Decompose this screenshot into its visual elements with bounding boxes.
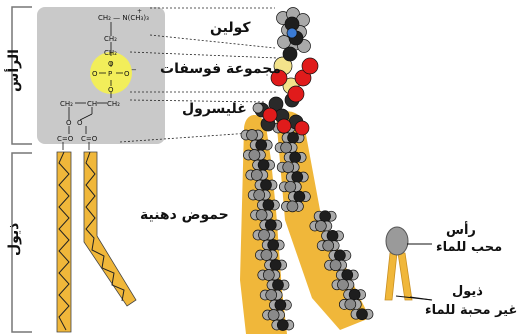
phosphate-oxygen-atom <box>302 58 318 74</box>
right-chain-carbon-atom <box>349 289 360 300</box>
choline-formula: CH₂ — N(CH₃)₃ <box>98 14 149 22</box>
right-chain-carbon-atom <box>323 240 334 251</box>
legend-head-title: رأس <box>446 223 476 238</box>
left-chain-carbon-atom <box>247 130 258 141</box>
right-chain-carbon-atom <box>337 279 348 290</box>
glycerol-ch2-left: CH₂ <box>60 100 73 108</box>
legend-tail-pointer-2 <box>410 297 432 300</box>
phosphate-oxygen-atom <box>288 86 304 102</box>
right-chain-carbon-atom <box>357 309 368 320</box>
left-chain-carbon-atom <box>277 320 288 331</box>
left-chain-carbon-atom <box>263 200 274 211</box>
left-chain-carbon-atom <box>275 300 286 311</box>
legend-tail-title: ذيول <box>452 284 483 299</box>
right-chain-carbon-atom <box>342 270 353 281</box>
right-chain-carbon-atom <box>345 299 356 310</box>
left-chain-carbon-atom <box>251 170 262 181</box>
phosphate-o-bottom: O <box>108 86 114 94</box>
fatty-acids-label: حموض دهنية <box>140 207 229 223</box>
choline-hydrogen-atom <box>278 36 291 49</box>
left-chain-carbon-atom <box>249 150 260 161</box>
left-chain-carbon-atom <box>266 290 277 301</box>
phosphate-charge: − <box>131 66 137 74</box>
right-chain-carbon-atom <box>334 250 345 261</box>
ester-co-right: C=O <box>81 135 98 143</box>
ester-oxygen-atom <box>295 121 309 135</box>
ester-o-left: O <box>66 119 72 127</box>
left-chain-carbon-atom <box>265 220 276 231</box>
choline-nitrogen-atom <box>287 28 297 38</box>
left-chain-carbon-atom <box>256 140 267 151</box>
left-chain-carbon-atom <box>254 190 265 201</box>
phosphate-o-top: O <box>108 60 114 68</box>
right-chain-carbon-atom <box>281 142 292 153</box>
left-chain-carbon-atom <box>270 260 281 271</box>
legend-tail-right <box>398 253 412 300</box>
tail-label: ذيول <box>6 224 22 256</box>
left-chain-carbon-atom <box>268 310 279 321</box>
left-chain-carbon-atom <box>263 270 274 281</box>
legend-tail-left <box>385 253 397 300</box>
right-chain-carbon-atom <box>283 162 294 173</box>
left-chain-carbon-atom <box>268 240 279 251</box>
glycerol-ch2-right: CH₂ <box>107 100 120 108</box>
zigzag-tail-right <box>84 152 136 306</box>
right-chain-carbon-atom <box>287 201 298 212</box>
glycerol-ch: CH <box>87 100 97 108</box>
ester-oxygen-atom <box>277 119 291 133</box>
ester-co-left: C=O <box>57 135 74 143</box>
legend-head <box>386 227 408 255</box>
left-chain-carbon-atom <box>259 230 270 241</box>
right-chain-carbon-atom <box>285 181 296 192</box>
right-chain-carbon-atom <box>294 191 305 202</box>
choline-label: كولين <box>210 20 251 36</box>
right-chain-carbon-atom <box>290 152 301 163</box>
left-chain-carbon-atom <box>258 160 269 171</box>
ch2-b: CH₂ <box>104 49 117 57</box>
legend-head-desc: محب للماء <box>436 240 502 255</box>
right-chain-carbon-atom <box>288 132 299 143</box>
phosphate-o-left: O <box>92 70 98 78</box>
phosphate-o-right: O <box>124 70 130 78</box>
ch2-a: CH₂ <box>104 35 117 43</box>
left-chain-carbon-atom <box>273 280 284 291</box>
phosphate-p: P <box>108 70 112 78</box>
right-chain-carbon-atom <box>320 211 331 222</box>
choline-carbon-atom <box>283 47 297 61</box>
ester-oxygen-atom <box>263 108 277 122</box>
glycerol-label: غليسرول <box>182 101 247 117</box>
right-chain-carbon-atom <box>292 172 303 183</box>
glycerol-hydrogen-atom <box>253 103 263 113</box>
left-chain-carbon-atom <box>256 210 267 221</box>
right-chain-carbon-atom <box>330 260 341 271</box>
choline-charge: + <box>137 8 142 15</box>
legend-tail-desc: غير محبة للماء <box>425 303 517 318</box>
phosphate-group-label: مجموعة فوسفات <box>160 61 281 77</box>
left-chain-carbon-atom <box>261 250 272 261</box>
right-chain-carbon-atom <box>315 221 326 232</box>
head-label: الرأس <box>6 56 22 92</box>
right-chain-carbon-atom <box>327 230 338 241</box>
ester-o-right: O <box>77 119 83 127</box>
left-chain-carbon-atom <box>261 180 272 191</box>
